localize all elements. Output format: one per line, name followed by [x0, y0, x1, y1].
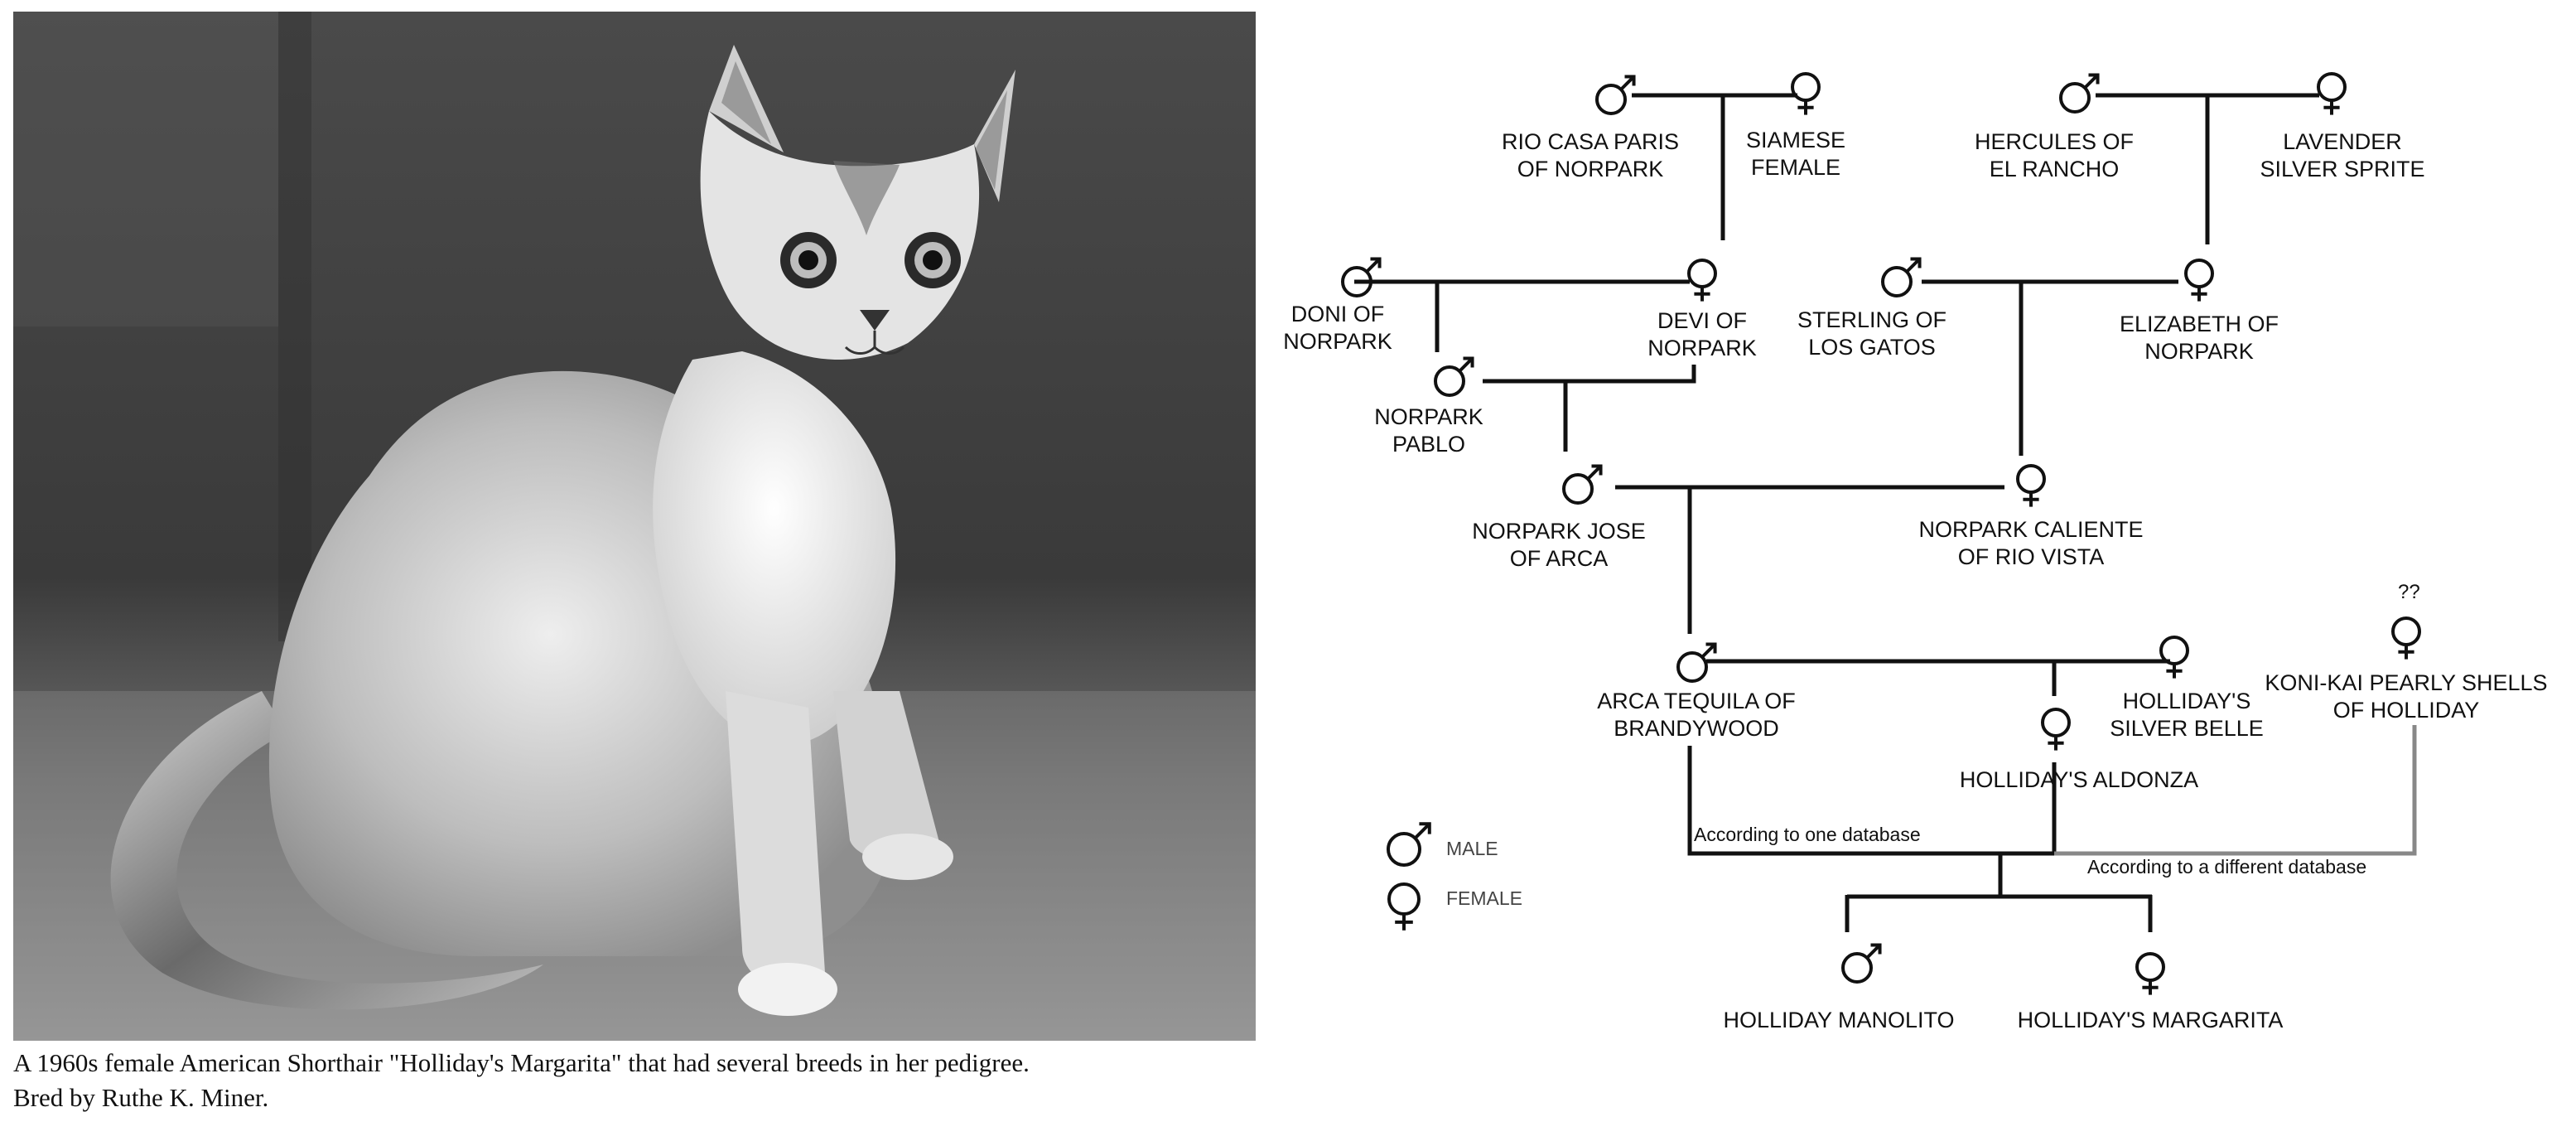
- pedigree-label-sterling: STERLING OF: [1797, 307, 1946, 332]
- male-symbol-icon: [1434, 356, 1474, 397]
- pedigree-label-elizabeth: NORPARK: [2144, 339, 2254, 364]
- db-two-label: According to a different database: [2087, 856, 2366, 878]
- cat-photo: [13, 12, 1256, 1041]
- pedigree-label-rio-casa-paris: RIO CASA PARIS: [1502, 129, 1679, 154]
- pedigree-label-devi: NORPARK: [1647, 336, 1757, 360]
- female-symbol-icon: [1791, 72, 1821, 115]
- female-symbol-icon: [2317, 72, 2347, 115]
- female-symbol-icon: [2159, 636, 2189, 679]
- caption-line-2: Bred by Ruthe K. Miner.: [13, 1083, 269, 1112]
- male-symbol-icon: [1676, 642, 1717, 683]
- female-symbol-icon: [2016, 464, 2046, 507]
- pedigree-label-koni-kai: OF HOLLIDAY: [2333, 698, 2480, 723]
- female-symbol-icon: [2391, 616, 2421, 660]
- pedigree-label-silver-belle: HOLLIDAY'S: [2123, 689, 2251, 713]
- legend: MALE FEMALE: [1387, 822, 1522, 931]
- pedigree-label-tequila: ARCA TEQUILA OF: [1597, 689, 1796, 713]
- male-symbol-icon: [1881, 257, 1922, 297]
- pedigree-label-koni-kai: KONI-KAI PEARLY SHELLS: [2265, 670, 2547, 695]
- pedigree-label-pablo: PABLO: [1392, 432, 1465, 457]
- male-symbol-icon: [1595, 75, 1636, 115]
- pedigree-label-lavender: LAVENDER: [2283, 129, 2402, 154]
- female-symbol-icon: [2135, 952, 2165, 995]
- pedigree-label-pablo: NORPARK: [1374, 404, 1483, 429]
- male-symbol-icon: [2059, 73, 2100, 114]
- male-symbol-icon: [1841, 943, 1882, 984]
- pedigree-label-jose: NORPARK JOSE: [1472, 519, 1646, 544]
- pedigree-label-siamese-female: FEMALE: [1751, 155, 1840, 180]
- female-symbol-icon: [2184, 259, 2214, 302]
- pedigree-label-elizabeth: ELIZABETH OF: [2120, 312, 2279, 336]
- legend-female-icon: [1387, 882, 1421, 931]
- pedigree-label-caliente: NORPARK CALIENTE: [1918, 517, 2143, 542]
- pedigree-label-jose: OF ARCA: [1510, 546, 1609, 571]
- male-symbol-icon: [1341, 257, 1382, 297]
- db-one-label: According to one database: [1694, 824, 1921, 845]
- pedigree-label-doni: NORPARK: [1283, 329, 1392, 354]
- pedigree-label-caliente: OF RIO VISTA: [1958, 544, 2105, 569]
- caption-line-1: A 1960s female American Shorthair "Holli…: [13, 1048, 1030, 1077]
- pedigree-label-margarita: HOLLIDAY'S MARGARITA: [2018, 1008, 2284, 1032]
- legend-male-icon: [1387, 822, 1431, 867]
- legend-male-label: MALE: [1446, 838, 1498, 859]
- pedigree-label-rio-casa-paris: OF NORPARK: [1517, 157, 1664, 181]
- pedigree-label-siamese-female: SIAMESE: [1746, 128, 1845, 152]
- pedigree-label-hercules: HERCULES OF: [1975, 129, 2134, 154]
- pedigree-chart: RIO CASA PARIS OF NORPARK SIAMESE FEMALE HER…: [1259, 0, 2576, 1141]
- unknown-marker: ??: [2398, 581, 2420, 603]
- pedigree-label-aldonza: HOLLIDAY'S ALDONZA: [1960, 767, 2198, 792]
- pedigree-label-doni: DONI OF: [1291, 302, 1385, 326]
- legend-female-label: FEMALE: [1446, 887, 1522, 909]
- pedigree-label-devi: DEVI OF: [1657, 308, 1747, 333]
- photo-caption: A 1960s female American Shorthair "Holli…: [13, 1046, 1223, 1115]
- pedigree-label-sterling: LOS GATOS: [1808, 335, 1936, 360]
- pedigree-label-silver-belle: SILVER BELLE: [2110, 716, 2264, 741]
- pedigree-label-hercules: EL RANCHO: [1990, 157, 2120, 181]
- pedigree-label-lavender: SILVER SPRITE: [2260, 157, 2424, 181]
- pedigree-label-tequila: BRANDYWOOD: [1614, 716, 1779, 741]
- pedigree-label-manolito: HOLLIDAY MANOLITO: [1723, 1008, 1954, 1032]
- male-symbol-icon: [1562, 464, 1603, 505]
- pedigree-connectors: [1354, 93, 2417, 932]
- female-symbol-icon: [2041, 708, 2071, 751]
- female-symbol-icon: [1687, 259, 1717, 302]
